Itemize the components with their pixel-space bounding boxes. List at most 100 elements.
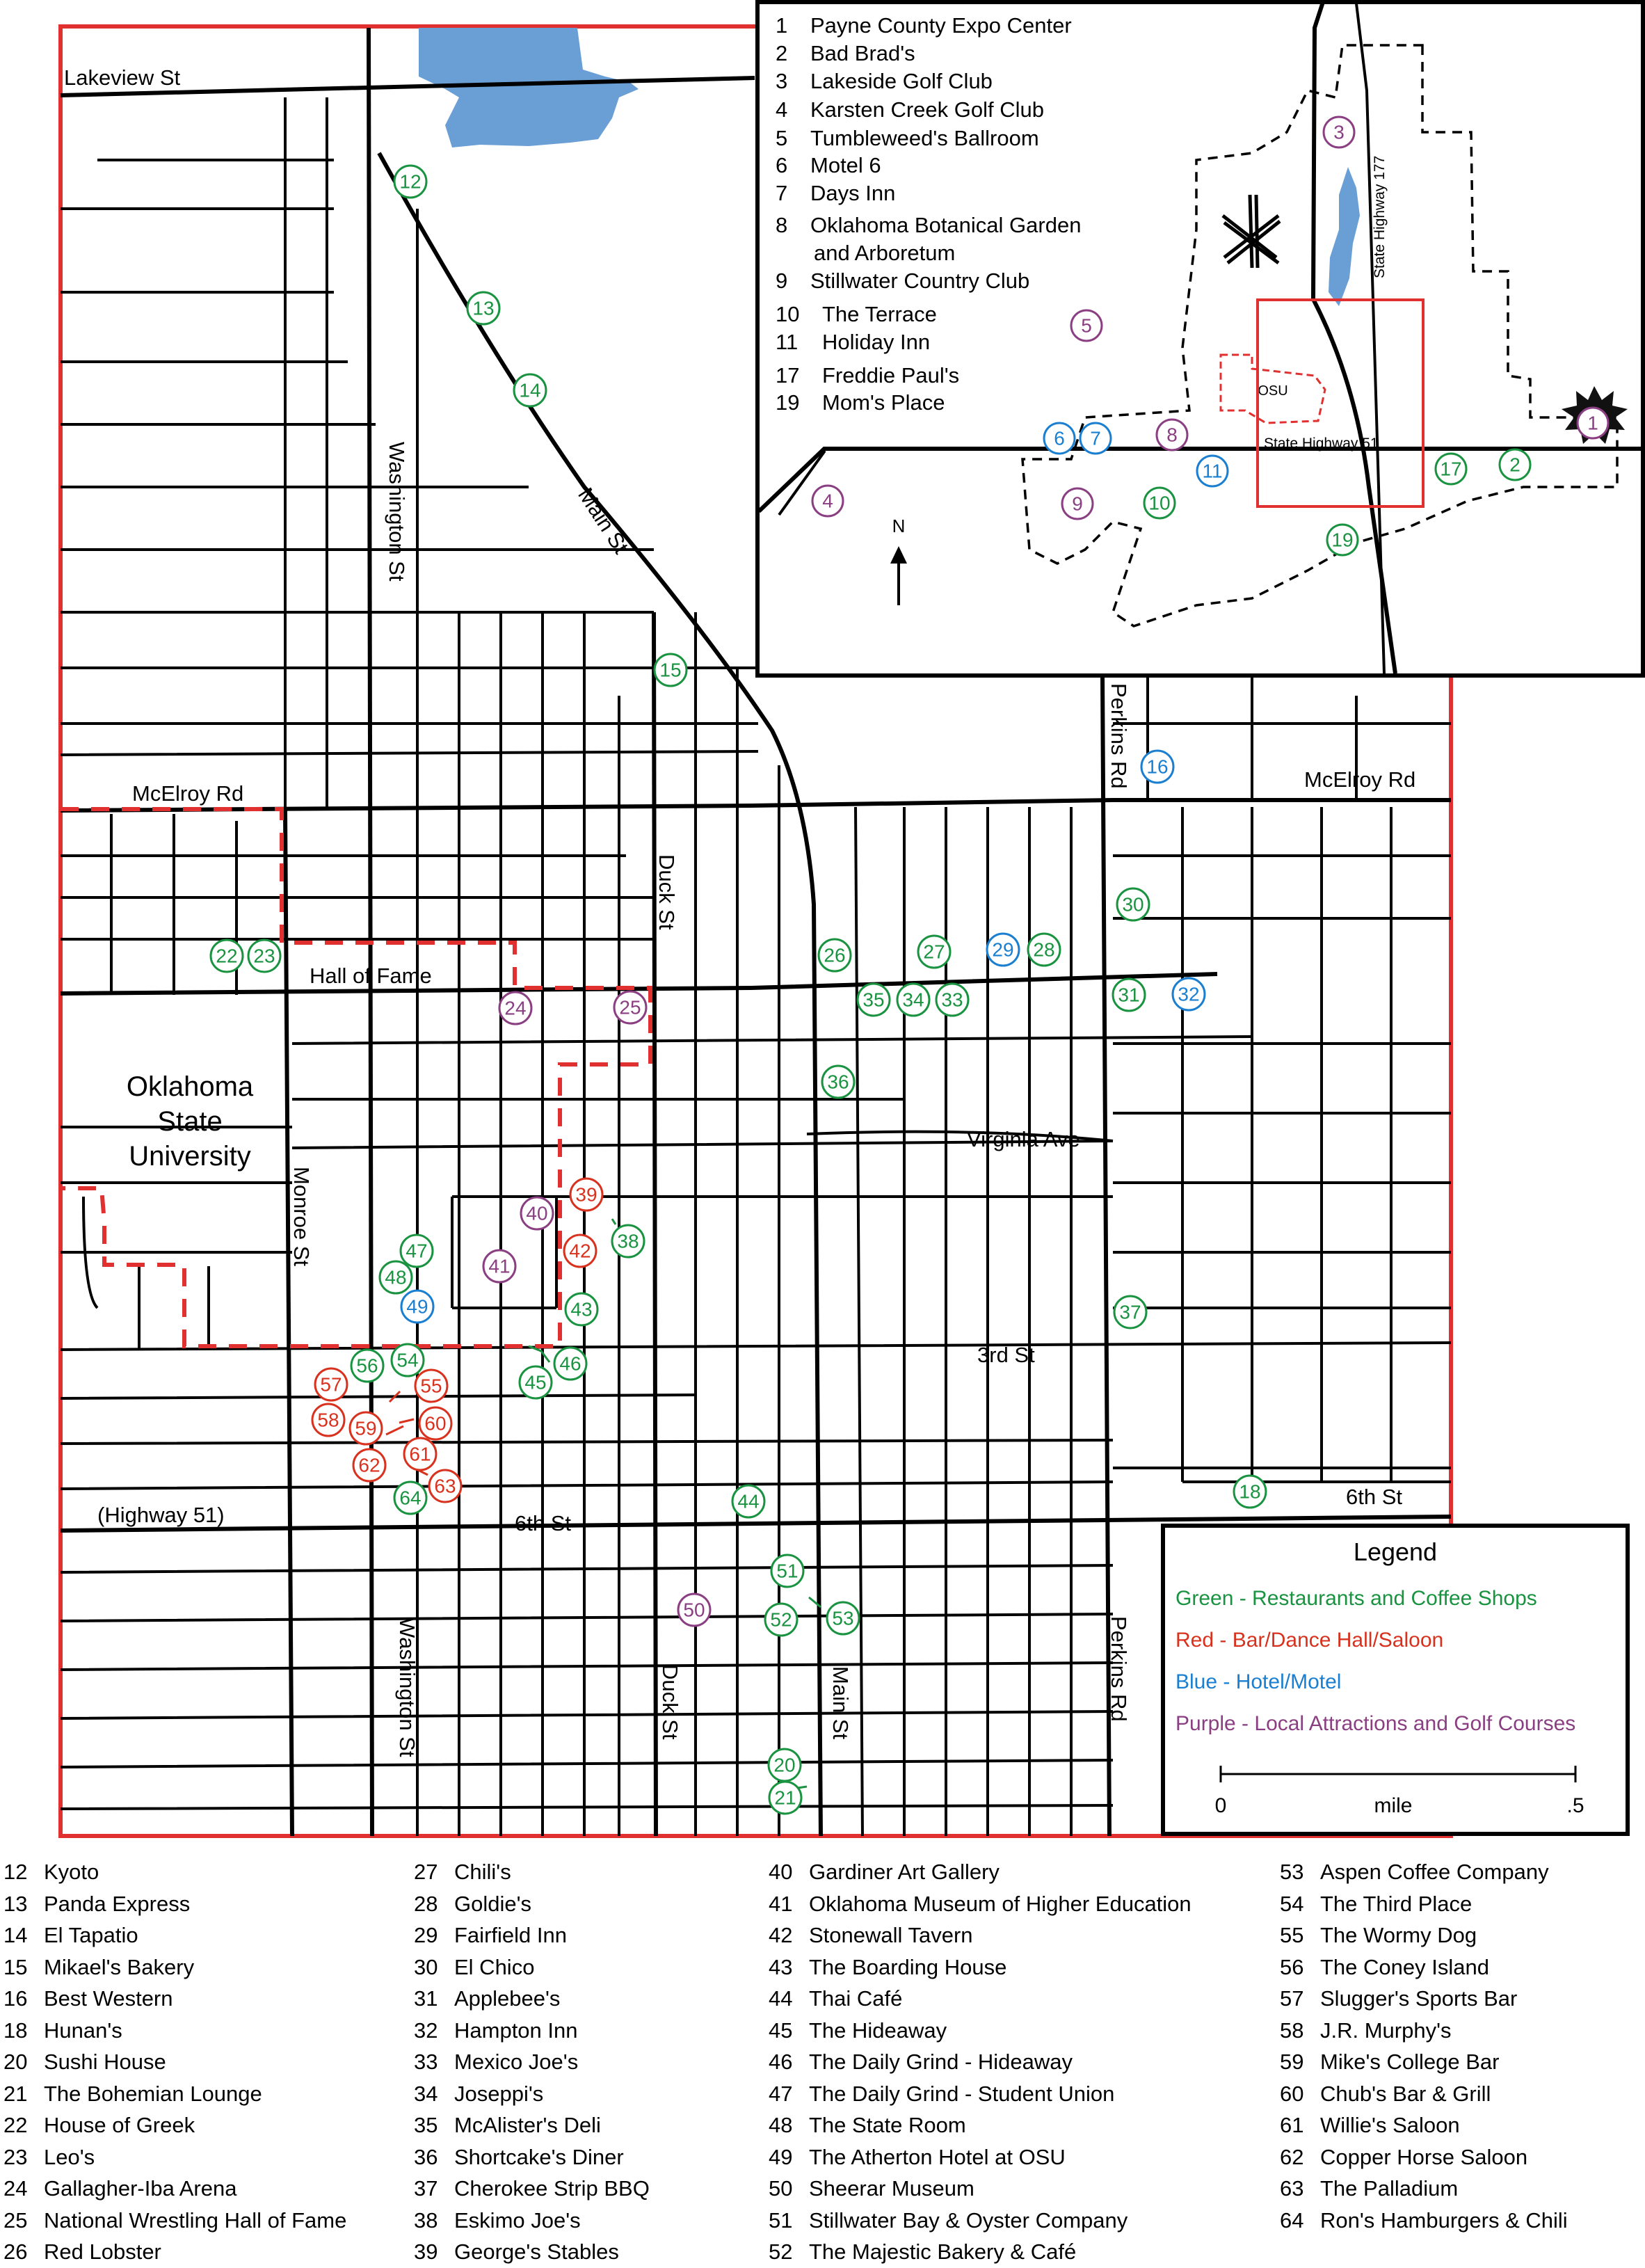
directory-name: Aspen Coffee Company xyxy=(1320,1860,1549,1884)
location-marker-54[interactable]: 54 xyxy=(390,1343,425,1377)
location-marker-45[interactable]: 45 xyxy=(518,1365,553,1400)
directory-number: 30 xyxy=(414,1954,438,1979)
location-marker-29[interactable]: 29 xyxy=(986,932,1020,967)
location-marker-40[interactable]: 40 xyxy=(520,1196,554,1231)
street-label-duck-south: Duck St xyxy=(658,1664,682,1740)
directory-name: The Hideaway xyxy=(809,2018,947,2043)
location-marker-17[interactable]: 17 xyxy=(1434,452,1468,486)
location-marker-26[interactable]: 26 xyxy=(817,938,852,973)
directory-number: 36 xyxy=(414,2144,438,2169)
location-marker-47[interactable]: 47 xyxy=(399,1233,434,1268)
main-map[interactable]: Lakeview St Washington St Main St McElro… xyxy=(0,0,1645,1851)
location-marker-20[interactable]: 20 xyxy=(767,1748,802,1782)
location-marker-30[interactable]: 30 xyxy=(1116,887,1150,922)
location-marker-58[interactable]: 58 xyxy=(311,1403,346,1437)
location-marker-14[interactable]: 14 xyxy=(513,373,547,408)
svg-text:38: 38 xyxy=(617,1231,639,1252)
location-marker-33[interactable]: 33 xyxy=(935,982,970,1017)
location-marker-55[interactable]: 55 xyxy=(414,1368,449,1403)
location-marker-3[interactable]: 3 xyxy=(1322,115,1356,149)
legend-item-hotels: Blue - Hotel/Motel xyxy=(1175,1670,1341,1693)
location-marker-6[interactable]: 6 xyxy=(1043,422,1076,455)
svg-text:8: 8 xyxy=(1166,424,1178,446)
location-marker-63[interactable]: 63 xyxy=(428,1469,463,1503)
location-marker-11[interactable]: 11 xyxy=(1196,454,1229,488)
location-marker-35[interactable]: 35 xyxy=(856,982,891,1017)
location-marker-42[interactable]: 42 xyxy=(563,1233,597,1268)
location-marker-59[interactable]: 59 xyxy=(348,1411,383,1446)
location-marker-8[interactable]: 8 xyxy=(1155,418,1189,452)
svg-text:26: 26 xyxy=(824,945,845,966)
svg-text:62: 62 xyxy=(358,1455,380,1476)
location-marker-28[interactable]: 28 xyxy=(1027,932,1061,967)
legend-item-attractions: Purple - Local Attractions and Golf Cour… xyxy=(1175,1712,1575,1735)
location-marker-60[interactable]: 60 xyxy=(418,1406,453,1441)
location-marker-38[interactable]: 38 xyxy=(611,1224,645,1259)
inset-main-map-extent xyxy=(1256,298,1425,508)
location-marker-48[interactable]: 48 xyxy=(378,1260,413,1295)
location-marker-7[interactable]: 7 xyxy=(1079,422,1112,455)
location-marker-57[interactable]: 57 xyxy=(314,1367,348,1402)
inset-list-name: The Terrace xyxy=(822,302,937,326)
inset-list-name: Freddie Paul's xyxy=(822,363,959,388)
location-marker-9[interactable]: 9 xyxy=(1061,487,1094,520)
location-marker-46[interactable]: 46 xyxy=(553,1346,588,1381)
location-marker-24[interactable]: 24 xyxy=(498,991,533,1025)
legend-item-restaurants: Green - Restaurants and Coffee Shops xyxy=(1175,1587,1537,1610)
location-marker-19[interactable]: 19 xyxy=(1326,523,1359,557)
location-marker-4[interactable]: 4 xyxy=(811,484,844,518)
location-marker-1[interactable]: 1 xyxy=(1576,406,1610,440)
location-marker-61[interactable]: 61 xyxy=(403,1437,438,1471)
svg-text:64: 64 xyxy=(399,1487,421,1509)
location-marker-27[interactable]: 27 xyxy=(917,934,952,969)
location-marker-50[interactable]: 50 xyxy=(677,1592,712,1627)
location-marker-23[interactable]: 23 xyxy=(247,939,282,973)
location-marker-12[interactable]: 12 xyxy=(393,164,428,199)
location-marker-53[interactable]: 53 xyxy=(826,1601,860,1636)
location-marker-2[interactable]: 2 xyxy=(1498,448,1532,481)
location-marker-13[interactable]: 13 xyxy=(466,291,501,326)
location-marker-22[interactable]: 22 xyxy=(209,939,244,973)
legend-box: Legend Green - Restaurants and Coffee Sh… xyxy=(1161,1524,1630,1836)
location-marker-21[interactable]: 21 xyxy=(768,1780,803,1815)
street-label-perkins-south: Perkins Rd xyxy=(1107,1616,1131,1722)
location-marker-32[interactable]: 32 xyxy=(1171,977,1206,1012)
location-marker-16[interactable]: 16 xyxy=(1140,749,1175,784)
location-marker-62[interactable]: 62 xyxy=(352,1448,387,1483)
location-marker-56[interactable]: 56 xyxy=(350,1348,385,1383)
location-marker-25[interactable]: 25 xyxy=(613,990,648,1025)
location-marker-39[interactable]: 39 xyxy=(569,1177,604,1212)
location-marker-31[interactable]: 31 xyxy=(1112,977,1146,1012)
location-marker-43[interactable]: 43 xyxy=(564,1292,599,1327)
directory-number: 21 xyxy=(3,2081,28,2106)
location-marker-36[interactable]: 36 xyxy=(821,1064,856,1099)
location-marker-51[interactable]: 51 xyxy=(770,1554,805,1588)
location-marker-34[interactable]: 34 xyxy=(896,982,931,1017)
location-marker-15[interactable]: 15 xyxy=(653,653,688,687)
location-marker-49[interactable]: 49 xyxy=(400,1289,435,1324)
location-marker-64[interactable]: 64 xyxy=(393,1480,428,1515)
directory-name: Gallagher-Iba Arena xyxy=(44,2176,237,2201)
location-marker-41[interactable]: 41 xyxy=(482,1249,517,1284)
location-marker-18[interactable]: 18 xyxy=(1233,1474,1267,1509)
north-arrow: N xyxy=(890,516,907,605)
location-marker-52[interactable]: 52 xyxy=(764,1602,799,1637)
location-marker-5[interactable]: 5 xyxy=(1070,309,1103,342)
directory-name: J.R. Murphy's xyxy=(1320,2018,1452,2043)
location-marker-37[interactable]: 37 xyxy=(1113,1295,1148,1329)
svg-text:28: 28 xyxy=(1033,939,1054,961)
location-marker-44[interactable]: 44 xyxy=(731,1484,766,1519)
inset-list-name: Karsten Creek Golf Club xyxy=(810,97,1044,122)
location-marker-10[interactable]: 10 xyxy=(1143,486,1176,520)
